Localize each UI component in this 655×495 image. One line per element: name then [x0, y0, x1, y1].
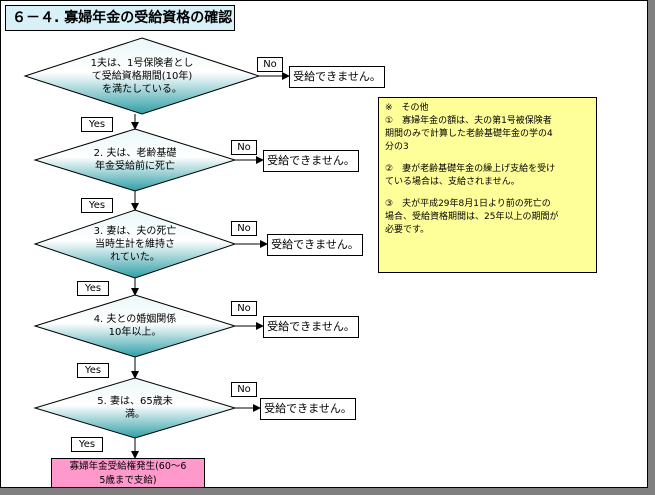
- result-box-5: 受給できません。: [260, 398, 356, 420]
- yes-label-3: Yes: [77, 281, 109, 296]
- note-item-3-line-2: 場合、受給資格期間は、25年以上の期間が: [385, 212, 559, 222]
- no-label-2: No: [231, 140, 257, 155]
- result-box-4: 受給できません。: [263, 316, 359, 338]
- notes-heading: ※ その他: [385, 103, 429, 113]
- no-label-4: No: [231, 301, 257, 316]
- result-box-2: 受給できません。: [263, 150, 359, 172]
- yes-label-4: Yes: [77, 363, 109, 378]
- no-label-5: No: [231, 382, 257, 397]
- result-box-3: 受給できません。: [267, 234, 363, 256]
- note-item-2-line-2: ている場合は、支給されません。: [385, 177, 520, 187]
- no-label-3: No: [231, 221, 257, 236]
- note-item-3-line-1: ③ 夫が平成29年8月1日より前の死亡の: [385, 199, 551, 209]
- decision-diamond-1: [23, 37, 261, 115]
- page-title: ６－４. 寡婦年金の受給資格の確認: [5, 5, 235, 31]
- yes-label-5: Yes: [71, 437, 103, 452]
- yes-label-1: Yes: [81, 117, 113, 132]
- notes-box: ※ その他 ① 寡婦年金の額は、夫の第1号被保険者 期間のみで計算した老齢基礎年…: [378, 97, 597, 273]
- note-item-1-line-1: ① 寡婦年金の額は、夫の第1号被保険者: [385, 116, 552, 126]
- flowchart-canvas: ６－４. 寡婦年金の受給資格の確認: [0, 0, 648, 488]
- condition-3-text: 3. 妻は、夫の死亡当時生計を維持されていた。: [93, 226, 177, 263]
- note-item-2-line-1: ② 妻が老齢基礎年金の繰上げ支給を受け: [385, 164, 556, 174]
- note-item-1-line-2: 期間のみで計算した老齢基礎年金の学の4: [385, 129, 553, 139]
- no-label-1: No: [257, 57, 283, 72]
- yes-label-2: Yes: [81, 198, 113, 213]
- condition-2-text: 2. 夫は、老齢基礎年金受給前に死亡: [93, 148, 177, 172]
- condition-1-text: 1夫は、1号保険者として受給資格期間(10年)を満たしている。: [90, 58, 194, 95]
- note-item-1-line-3: 分の3: [385, 142, 409, 152]
- condition-5-text: 5. 妻は、65歳未満。: [97, 396, 173, 420]
- flowchart-diagram: [23, 37, 290, 459]
- note-item-3-line-3: 必要です。: [385, 225, 430, 235]
- result-box-1: 受給できません。: [289, 66, 385, 88]
